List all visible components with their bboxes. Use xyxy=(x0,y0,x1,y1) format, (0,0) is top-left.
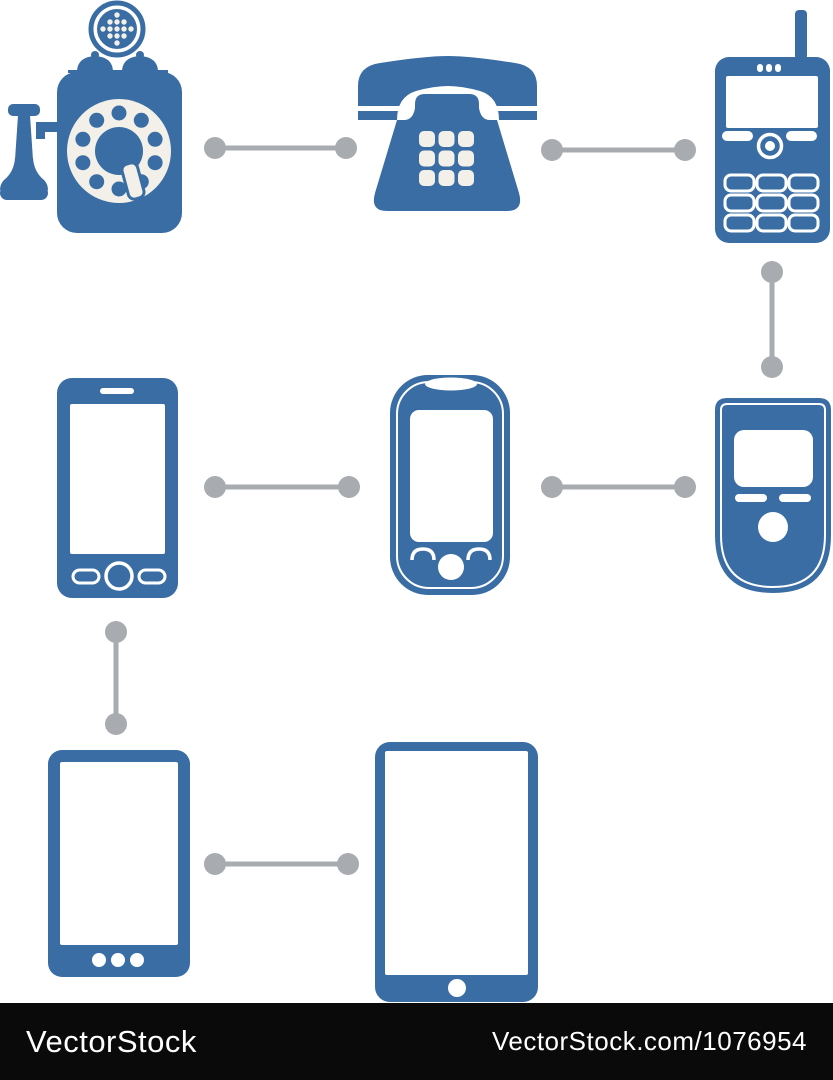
dial-holes xyxy=(75,105,163,197)
dial-finger-stop xyxy=(120,161,146,201)
cellphone-nav-ring xyxy=(756,132,784,160)
cellphone-antenna xyxy=(795,10,807,60)
connector-deskphone-cellphone xyxy=(541,139,696,161)
desk-telephone-icon xyxy=(354,56,541,211)
cell-phone-icon xyxy=(715,10,830,243)
smartphone-home-button xyxy=(104,561,134,591)
connector-node xyxy=(761,261,783,283)
connector-node xyxy=(338,476,360,498)
connector-node xyxy=(204,137,226,159)
deskphone-keypad xyxy=(419,131,474,186)
connector-node xyxy=(337,853,359,875)
connector-node xyxy=(761,356,783,378)
cellphone-keypad xyxy=(723,173,820,233)
watermark-bar: VectorStock VectorStock.com/1076954 xyxy=(0,1003,833,1080)
handheld-device-icon xyxy=(715,398,831,593)
smartphone-screen xyxy=(70,404,165,554)
bells xyxy=(68,51,168,73)
connector-payphone-deskphone xyxy=(204,137,357,159)
handheld-button xyxy=(758,512,788,542)
smalltablet-buttons xyxy=(92,953,144,967)
large-tablet-icon xyxy=(375,742,538,1002)
connector-node xyxy=(674,139,696,161)
handheld-outline xyxy=(720,403,826,589)
small-tablet-icon xyxy=(48,750,190,977)
rounded-smartphone-icon xyxy=(390,375,510,595)
antique-payphone-icon xyxy=(0,0,182,233)
speaker-holes xyxy=(100,12,134,46)
connector-smalltablet-largetablet xyxy=(204,853,359,875)
connector-roundedphone-handheld xyxy=(541,476,696,498)
connector-node xyxy=(105,621,127,643)
largetablet-home-button xyxy=(448,979,466,997)
vectorstock-logo: VectorStock xyxy=(26,1023,197,1059)
cellphone-speaker-dots xyxy=(757,64,781,72)
connector-node xyxy=(335,137,357,159)
handheld-screen xyxy=(734,430,813,487)
roundedphone-earpiece xyxy=(425,377,477,391)
roundedphone-screen xyxy=(410,410,493,542)
touch-smartphone-icon xyxy=(57,378,178,598)
connector-node xyxy=(541,139,563,161)
phone-evolution-diagram xyxy=(0,0,831,1002)
roundedphone-button xyxy=(438,554,464,580)
speaker-ring xyxy=(88,0,146,58)
vectorstock-image-url: VectorStock.com/1076954 xyxy=(491,1026,807,1056)
connector-node xyxy=(105,713,127,735)
cellphone-screen xyxy=(726,76,818,128)
connector-node xyxy=(204,476,226,498)
connector-smartphone-smalltablet xyxy=(105,621,127,735)
connector-node xyxy=(541,476,563,498)
deskphone-handset xyxy=(358,56,537,120)
smalltablet-screen xyxy=(60,762,178,945)
connector-cellphone-handheld xyxy=(761,261,783,378)
payphone-handset xyxy=(0,104,57,200)
connector-node xyxy=(204,853,226,875)
connector-smartphone-roundedphone xyxy=(204,476,360,498)
largetablet-screen xyxy=(385,751,528,975)
handheld-body xyxy=(715,398,831,593)
connector-node xyxy=(674,476,696,498)
smartphone-speaker-slit xyxy=(100,388,134,394)
